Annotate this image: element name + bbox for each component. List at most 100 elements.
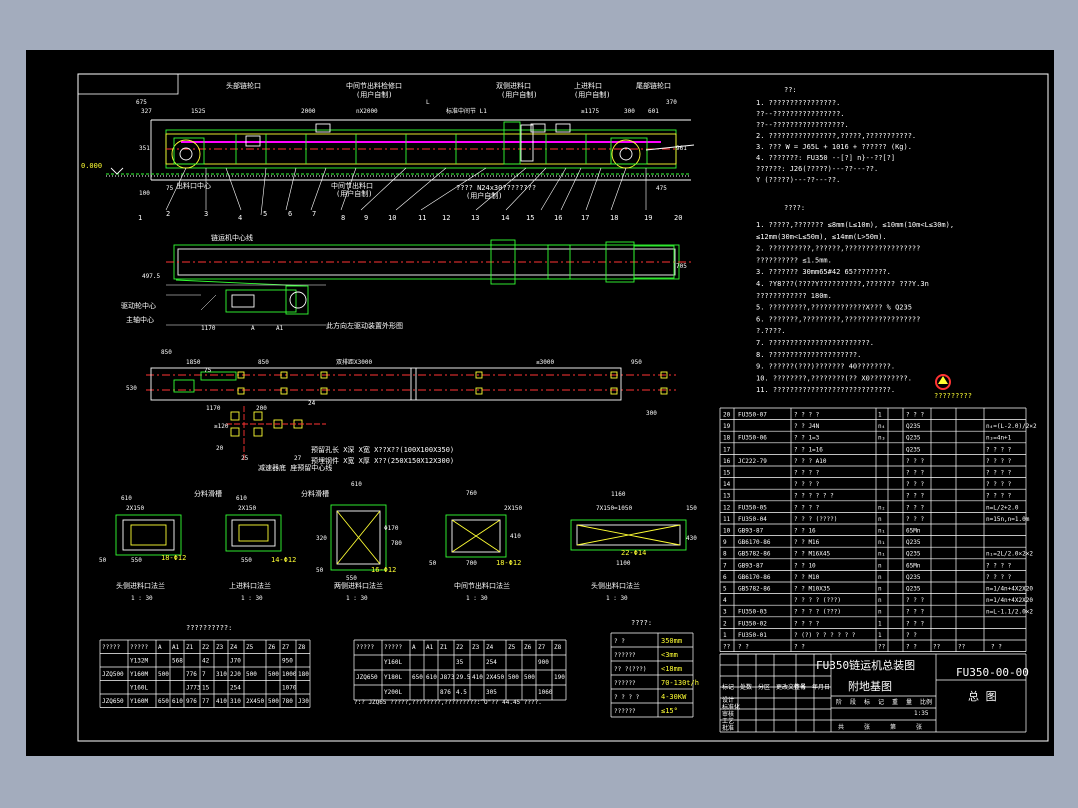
table-header-cell: Z1 [186,644,194,651]
dim-351: 351 [139,145,150,152]
found-dim-75: 75 [204,367,212,374]
note2-line: 8. ?????????????????????. [756,351,861,359]
bom-header-code: ? ? [738,644,749,651]
flange-detail-2 [225,514,282,552]
found-dim-3000: 双排距X3000 [336,358,372,366]
table-cell: Y180L [384,674,402,681]
bom-no: 19 [723,423,731,430]
table-cell: 876 [440,689,451,696]
table-header-cell: Z1 [440,644,448,651]
found-dim-1170: 1170 [206,405,221,412]
flange3-dim-holes: 16-Φ12 [371,566,396,574]
tb-sheet: 共 [838,723,844,731]
note2-line: 9. ??????(???)??????? 40????????. [756,363,895,371]
part-13: 13 [471,214,479,222]
table-cell: 410 [472,674,483,681]
note2-line: 6. ???????,?????????,?????????????????? [756,315,920,323]
spec-value: 350mm [661,637,682,645]
elev-label-user2: (用户自制) [501,90,537,99]
bom-no: 11 [723,516,731,523]
dim-601: 601 [648,108,659,115]
note2-line: 11. ????????????????????????????. [756,386,895,394]
notes2-title: ????: [784,204,805,212]
note2-line: 5. ?????????,?????????????X??? % Q235 [756,304,912,312]
table-header-cell: A1 [426,644,434,651]
bom-name: ? ? ? ? [794,470,820,477]
tb-col: 量 [906,699,912,706]
table-cell: 305 [486,689,497,696]
bom-material: ? ? [906,632,917,639]
tb-col: 比例 [920,698,932,706]
bom-name: ? ? ? ? (???) [794,609,841,616]
bom-qty: n₄ [878,423,885,430]
found-dim-950: 950 [631,359,642,366]
bom-no: 12 [723,504,731,511]
notes2-block: 1. ?????,??????? ≤8mm(L≤10m), ≤10mm(10m<… [756,221,954,394]
table-cell: 1060 [538,689,553,696]
flange3-title: 两侧进料口法兰 [334,581,383,590]
bom-material: Q235 [906,551,921,558]
spec-value: 70-130t/h [661,679,699,687]
elev-label-user5: (用户自制) [466,191,502,200]
drawing-scale: 1:35 [914,710,929,717]
bom-note: n₃=4n+1 [986,435,1012,442]
table-cell: 180 [298,671,309,678]
table-header-cell: Z2 [456,644,464,651]
bom-note: ? ? ? ? [986,470,1012,477]
table-cell: 780 [282,698,293,705]
flange1-title: 头侧进料口法兰 [116,581,165,590]
elev-label-outlet-center: 出料口中心 [176,181,211,190]
bom-note: ? ? ? ? [986,493,1012,500]
bom-header-no: ?? [723,644,731,651]
table-cell: 410 [216,698,227,705]
note2-line: 1. ?????,??????? ≤8mm(L≤10m), ≤10mm(10m<… [756,221,954,229]
found-dim-530: 530 [126,385,137,392]
bom-qty: 1 [878,620,882,627]
table-cell: J873 [440,674,455,681]
table-cell: Y160L [130,685,148,692]
bom-note: ? ? ? ? [986,458,1012,465]
bom-qty: n₂ [878,504,885,511]
dim-2000: 2000 [301,108,316,115]
bom-name: ? ? 16 [794,528,816,535]
drawing-sheet: 头部链轮口 中间节出料检修口 (用户自制) 双侧进料口 (用户自制) 上进料口 … [26,50,1054,756]
part-10: 10 [388,214,396,222]
part-16: 16 [554,214,562,222]
part-18: 18 [610,214,618,222]
flange4-dim-2x150: 2X150 [504,505,522,512]
plan-dim-497: 497.5 [142,273,160,280]
logo-text: ????????? [934,392,972,400]
table-cell: JZQ650 [356,674,378,681]
table-cell: 500 [508,674,519,681]
bom-code: GB93-87 [738,528,764,535]
table-cell: 500 [158,671,169,678]
spec-label: ?? ?(???) [614,666,647,673]
table-cell: 1070 [282,685,297,692]
note2-line: 10. ????????,????????(?? X0?????????. [756,374,912,382]
tb-rev-header: 更改文件号 [776,683,806,691]
dim-1175: ≥1175 [581,108,599,115]
elev-label-user4: (用户自制) [336,189,372,198]
bom-qty: n₁ [878,528,885,535]
flange5-dim-150: 150 [686,505,697,512]
flange2-dim-2x150: 2X150 [238,505,256,512]
note-line: 3. ??? W = J65L + 1016 + ?????? (Kg). [756,143,912,151]
note-line: ??????: J26(?????)---??---??. [756,165,878,173]
part-5: 5 [263,210,267,218]
bom-no: 18 [723,435,731,442]
elev-zero: 0.000 [81,162,102,170]
bom-code: FU350-07 [738,412,767,419]
found-dim-27: 27 [294,455,302,462]
found-label-embed: 预埋钢件 X宽 X厚 X??(250X150X12X300) [311,456,454,465]
part-17: 17 [581,214,589,222]
flange1-dim-610: 610 [121,495,132,502]
found-label-holes: 预留孔长 X深 X宽 X??X??(100X100X350) [311,445,454,454]
found-dim-1850: 1850 [186,359,201,366]
plan-dim-1170: 1170 [201,325,216,332]
table-header-cell: Z7 [538,644,546,651]
flange5-title: 头侧出料口法兰 [591,581,640,590]
bom-name: ? ? ? ? [794,412,820,419]
part-11: 11 [418,214,426,222]
bom-note: n=1/4n+4X2X20 [986,597,1033,604]
